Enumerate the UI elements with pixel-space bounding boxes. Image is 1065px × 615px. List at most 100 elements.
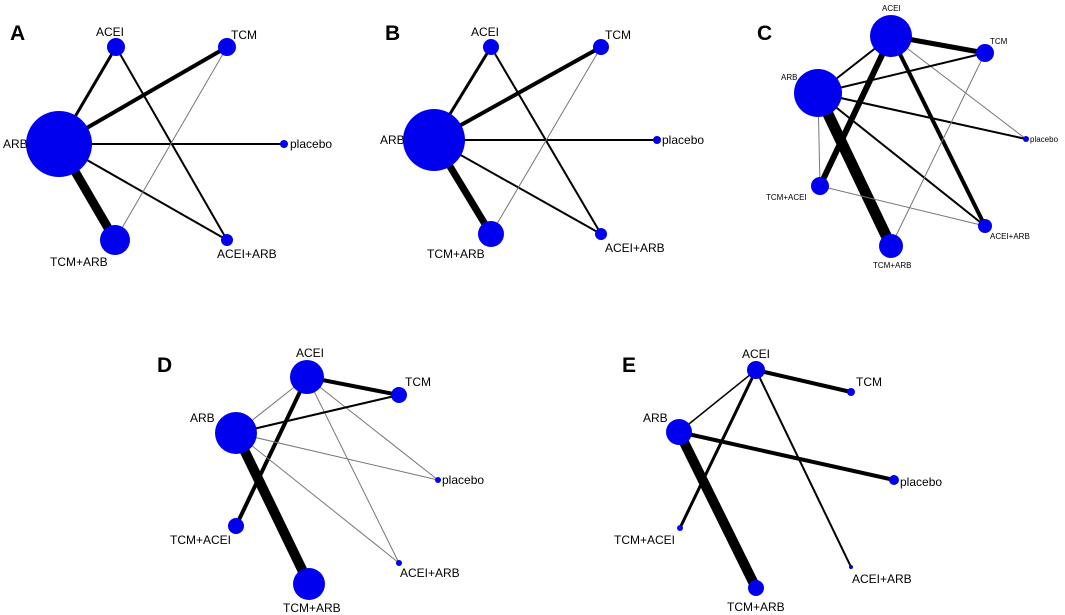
edge-d-acei-to-placebo: [306, 376, 439, 481]
node-label-b-placebo: placebo: [662, 133, 704, 147]
node-label-d-acei: ACEI: [296, 346, 324, 360]
node-label-d-tcm-plus-acei: TCM+ACEI: [170, 533, 231, 547]
node-label-d-tcm: TCM: [405, 375, 431, 389]
edge-d-acei-to-tcm-plus-acei: [234, 376, 309, 527]
node-b-arb: [403, 109, 465, 171]
node-label-e-tcm-plus-acei: TCM+ACEI: [614, 533, 675, 547]
edge-c-acei-to-acei-plus-arb: [889, 35, 987, 227]
node-e-placebo: [889, 475, 899, 485]
edge-e-acei-to-arb: [678, 369, 757, 433]
node-label-c-placebo: placebo: [1030, 135, 1059, 144]
node-e-tcm-plus-arb: [748, 580, 764, 596]
node-d-tcm-plus-acei: [228, 518, 244, 534]
node-label-d-tcm-plus-arb: TCM+ARB: [283, 601, 341, 615]
edge-c-tcm-to-tcm-plus-arb: [890, 52, 986, 247]
edge-c-acei-to-placebo: [890, 35, 1027, 140]
node-label-c-tcm-plus-arb: TCM+ARB: [873, 261, 911, 270]
node-d-arb: [215, 412, 257, 454]
edge-e-acei-to-tcm: [755, 368, 852, 394]
node-label-c-arb: ARB: [781, 73, 797, 82]
edge-b-arb-to-acei-plus-arb: [433, 139, 602, 235]
node-label-c-acei-plus-arb: ACEI+ARB: [990, 232, 1030, 241]
node-label-b-acei: ACEI: [471, 25, 499, 39]
edge-d-arb-to-tcm: [235, 394, 400, 434]
edge-d-acei-to-acei-plus-arb: [306, 376, 400, 564]
edge-d-arb-to-tcm-plus-arb: [231, 430, 314, 587]
node-b-placebo: [653, 136, 661, 144]
edge-c-arb-to-tcm-plus-arb: [813, 90, 896, 249]
node-label-e-arb: ARB: [643, 411, 668, 425]
edge-c-arb-to-acei-plus-arb: [817, 92, 986, 227]
panel-letter-c: C: [757, 22, 772, 45]
node-label-a-acei-plus-arb: ACEI+ARB: [217, 247, 277, 261]
node-label-c-tcm: TCM: [990, 37, 1008, 46]
node-a-tcm-plus-arb: [100, 225, 130, 255]
edge-c-arb-to-placebo: [817, 92, 1027, 140]
node-b-tcm: [593, 39, 609, 55]
node-label-c-acei: ACEI: [882, 4, 901, 13]
node-e-tcm-plus-acei: [677, 525, 683, 531]
node-c-acei: [870, 15, 912, 57]
edge-d-arb-to-acei-plus-arb: [235, 432, 400, 564]
node-d-tcm: [391, 387, 407, 403]
node-d-acei: [290, 360, 324, 394]
node-label-a-placebo: placebo: [290, 137, 332, 151]
node-label-e-placebo: placebo: [900, 475, 942, 489]
node-b-acei: [483, 39, 499, 55]
node-label-e-acei-plus-arb: ACEI+ARB: [852, 572, 912, 586]
node-label-d-arb: ARB: [190, 411, 215, 425]
edge-e-acei-to-acei-plus-arb: [755, 369, 852, 568]
node-a-placebo: [280, 140, 288, 148]
panel-e: E ACEITCMARBplaceboTCM+ACEIACEI+ARBTCM+A…: [614, 347, 942, 614]
node-c-acei-plus-arb: [978, 219, 992, 233]
node-label-a-tcm: TCM: [231, 28, 257, 42]
panel-letter-a: A: [10, 22, 25, 45]
panel-letter-d: D: [157, 354, 172, 377]
edge-e-arb-to-placebo: [678, 430, 895, 482]
node-d-placebo: [435, 477, 441, 483]
node-a-arb: [26, 111, 92, 177]
edge-e-arb-to-tcm-plus-arb: [674, 429, 761, 591]
node-d-tcm-plus-arb: [293, 568, 325, 600]
node-label-a-arb: ARB: [3, 137, 28, 151]
node-b-tcm-plus-arb: [478, 221, 504, 247]
node-label-a-acei: ACEI: [96, 25, 124, 39]
edge-c-tcm-plus-acei-to-acei-plus-arb: [819, 185, 986, 227]
node-label-b-arb: ARB: [380, 133, 405, 147]
node-a-tcm: [218, 38, 236, 56]
node-d-acei-plus-arb: [396, 560, 402, 566]
node-a-acei-plus-arb: [221, 234, 233, 246]
edge-e-acei-to-tcm-plus-acei: [678, 369, 758, 529]
node-label-e-acei: ACEI: [742, 347, 770, 361]
edge-d-arb-to-placebo: [235, 432, 439, 481]
node-e-acei: [747, 361, 765, 379]
panel-letter-b: B: [385, 22, 400, 45]
node-label-d-placebo: placebo: [442, 473, 484, 487]
node-label-e-tcm: TCM: [856, 375, 882, 389]
edge-c-arb-to-tcm: [817, 52, 986, 94]
node-e-acei-plus-arb: [849, 565, 853, 569]
node-c-tcm-plus-arb: [879, 234, 903, 258]
node-c-tcm: [976, 44, 994, 62]
node-e-arb: [666, 419, 692, 445]
node-label-e-tcm-plus-arb: TCM+ARB: [727, 600, 785, 614]
node-label-b-acei-plus-arb: ACEI+ARB: [605, 241, 665, 255]
node-label-d-acei-plus-arb: ACEI+ARB: [400, 566, 460, 580]
node-b-acei-plus-arb: [595, 228, 607, 240]
node-c-placebo: [1023, 136, 1029, 142]
edge-c-acei-to-tcm-plus-acei: [817, 34, 894, 188]
node-a-acei: [107, 38, 125, 56]
node-label-a-tcm-plus-arb: TCM+ARB: [50, 255, 108, 269]
node-label-c-tcm-plus-acei: TCM+ACEI: [766, 193, 807, 202]
node-c-tcm-plus-acei: [811, 177, 829, 195]
node-label-b-tcm: TCM: [605, 28, 631, 42]
node-e-tcm: [847, 388, 855, 396]
node-c-arb: [794, 69, 842, 117]
edge-b-tcm-to-tcm-plus-arb: [490, 46, 602, 235]
edge-a-tcm-to-tcm-plus-arb: [114, 46, 228, 241]
